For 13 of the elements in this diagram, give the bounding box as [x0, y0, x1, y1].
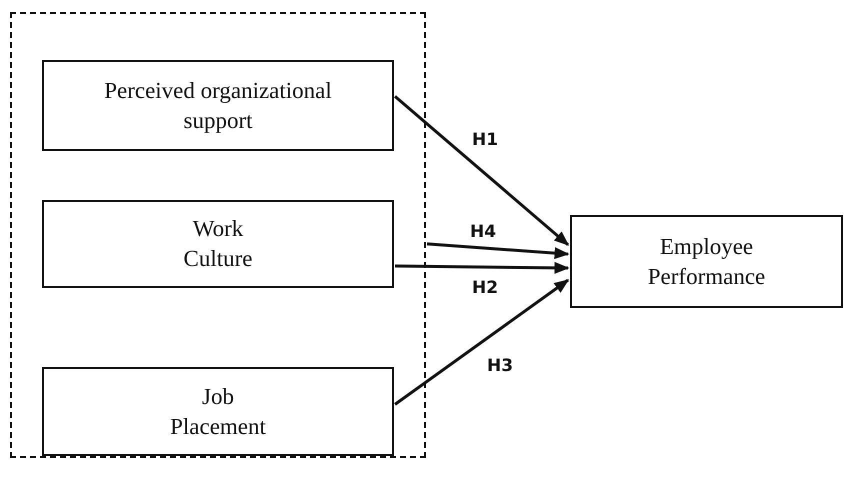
- arrow: [394, 95, 570, 246]
- arrow: [394, 262, 570, 274]
- node-label: Work Culture: [182, 215, 254, 273]
- construct-box: [42, 200, 394, 288]
- arrow: [426, 242, 570, 260]
- construct-box: [570, 215, 843, 308]
- construct-box: [42, 367, 394, 456]
- arrow: [394, 278, 570, 406]
- group-box: [10, 12, 426, 458]
- node-label: Perceived organizational support: [103, 76, 333, 135]
- construct-box: [42, 60, 394, 151]
- node-label: Employee Performance: [646, 232, 766, 290]
- node-label: Job Placement: [169, 382, 267, 440]
